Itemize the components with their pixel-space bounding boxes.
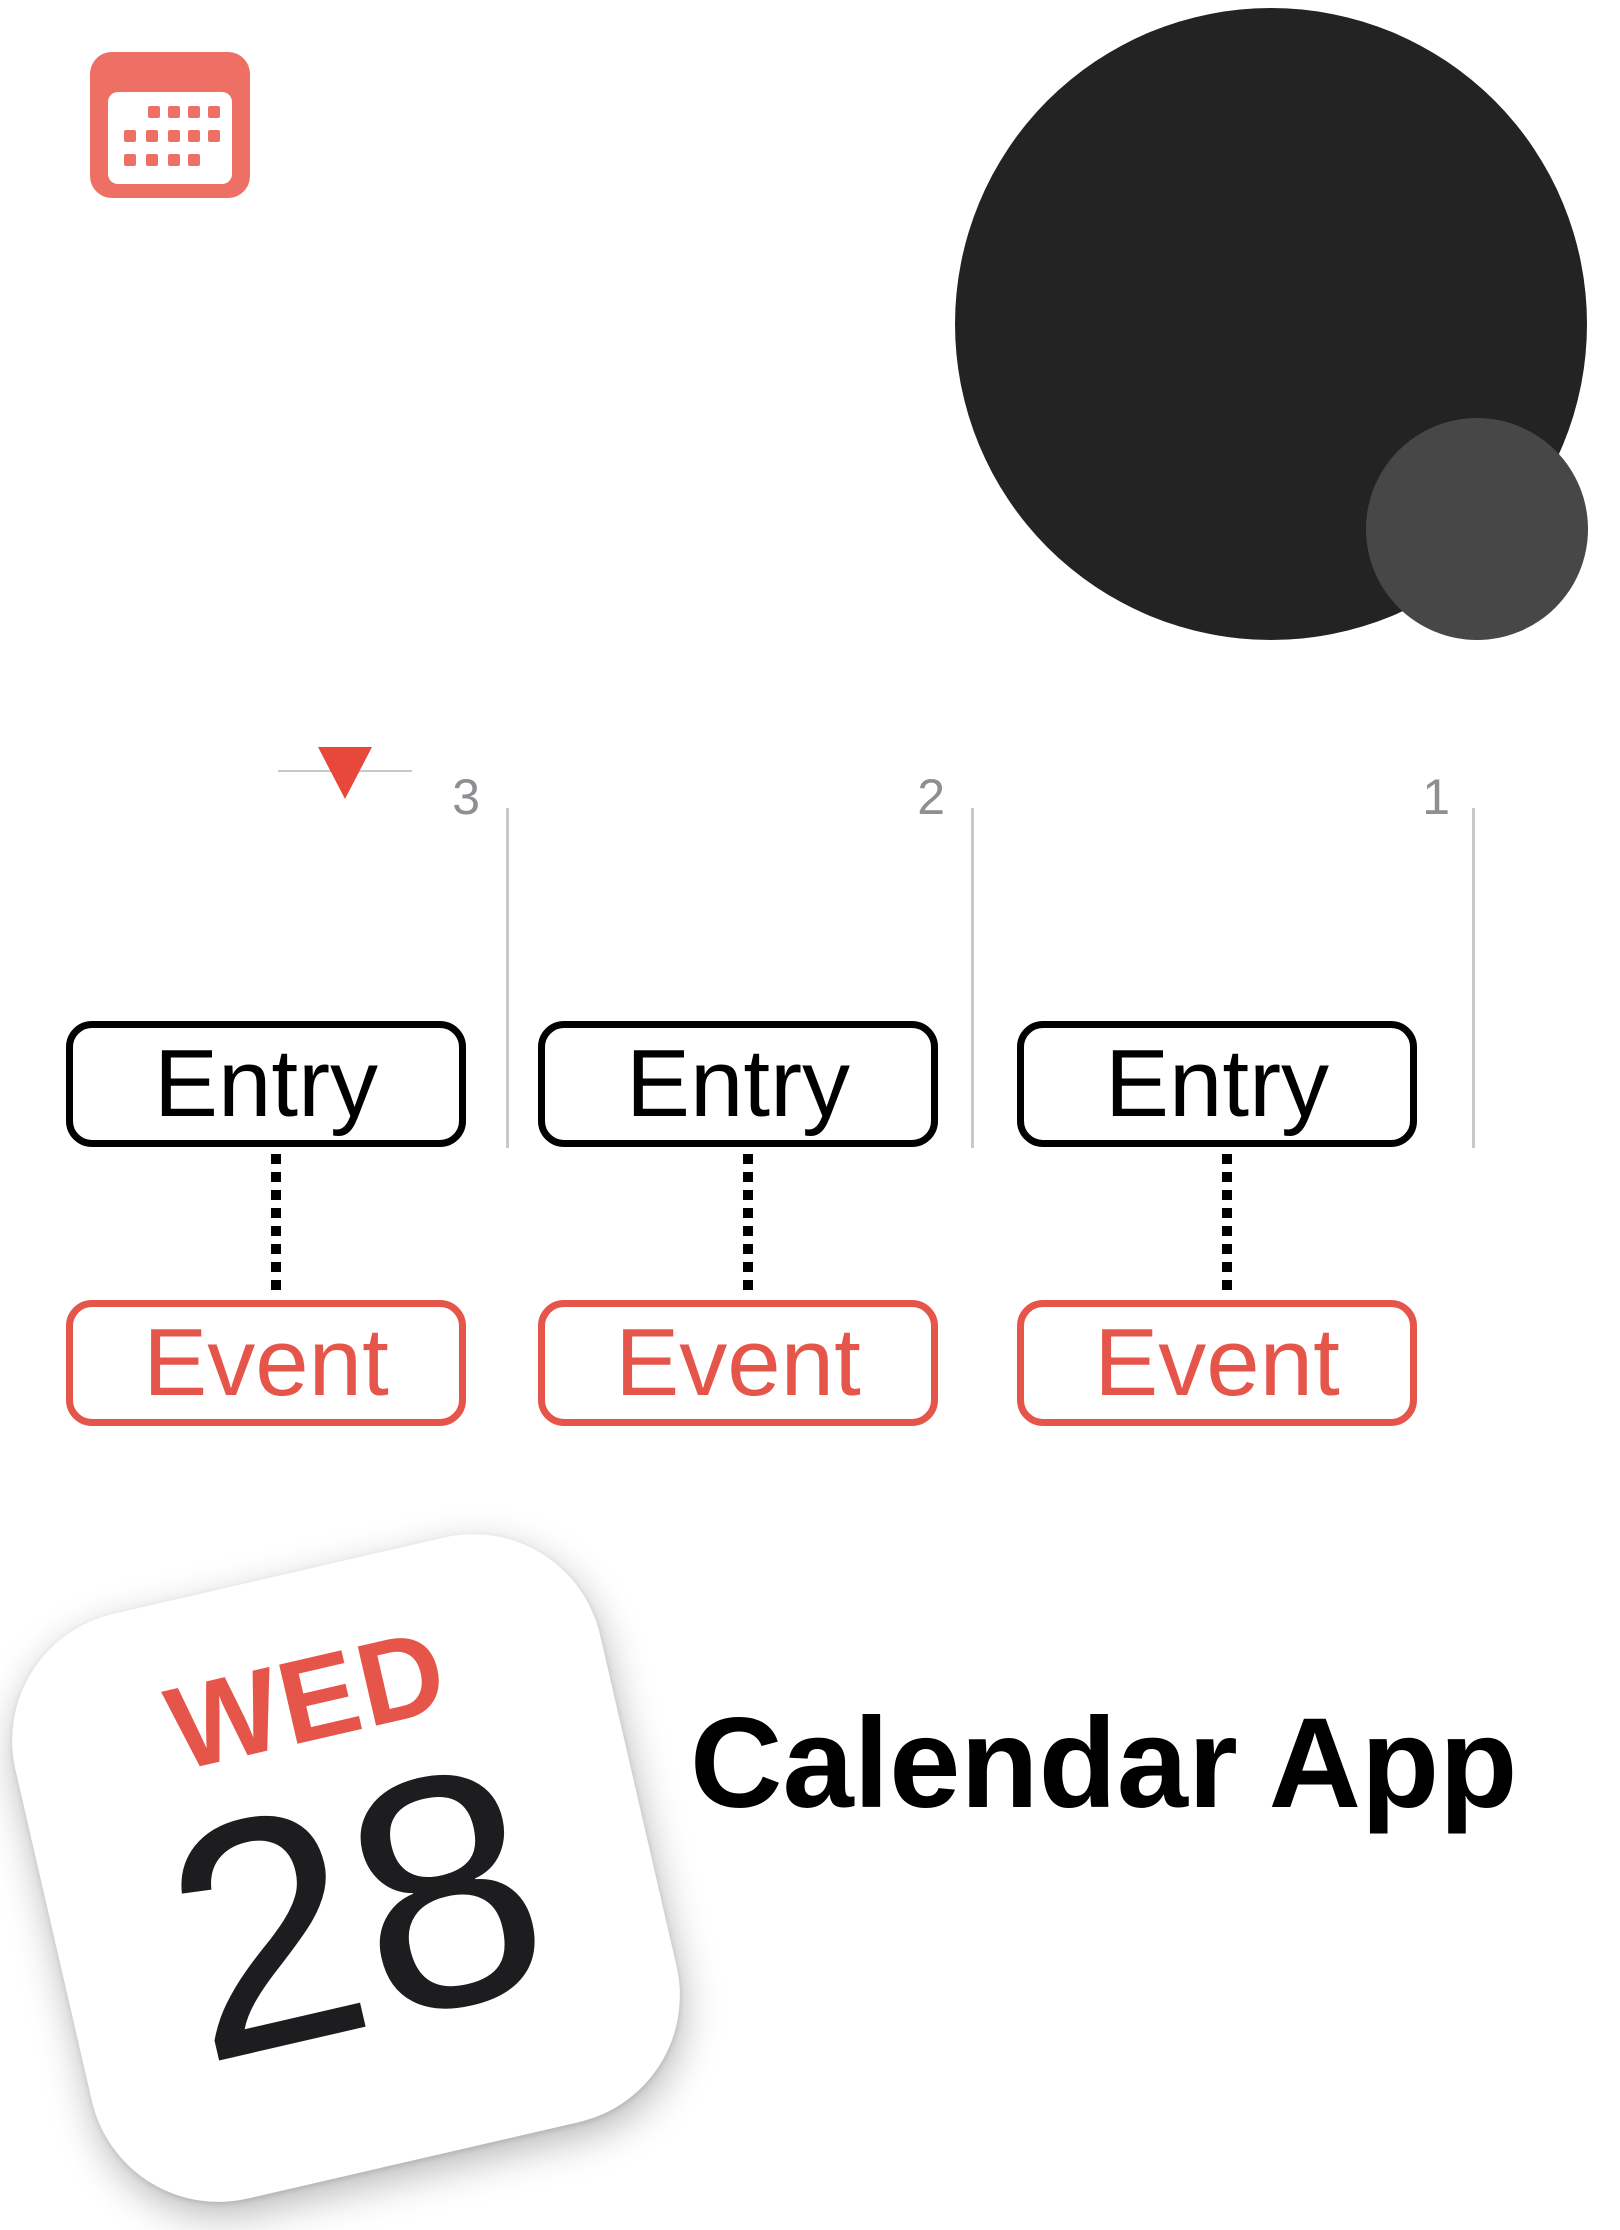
timeline: 3 2 1 Entry Event Entry Event Entry Even…: [66, 745, 1475, 1426]
event-box[interactable]: Event: [538, 1300, 938, 1426]
entry-box[interactable]: Entry: [538, 1021, 938, 1147]
column-divider: [506, 808, 509, 1148]
event-box[interactable]: Event: [1017, 1300, 1417, 1426]
playhead-triangle-icon[interactable]: [316, 745, 374, 801]
calendar-app-icon[interactable]: WED 28: [0, 1508, 706, 2228]
entry-box[interactable]: Entry: [66, 1021, 466, 1147]
dotted-connector: [743, 1154, 753, 1296]
column-divider: [971, 808, 974, 1148]
column-number: 3: [452, 769, 480, 825]
dotted-connector: [1222, 1154, 1232, 1296]
column-divider: [1472, 808, 1475, 1148]
entry-box[interactable]: Entry: [1017, 1021, 1417, 1147]
calendar-icon: [90, 52, 250, 198]
column-number: 2: [917, 769, 945, 825]
event-box[interactable]: Event: [66, 1300, 466, 1426]
dotted-connector: [271, 1154, 281, 1296]
gray-circle: [1366, 418, 1588, 640]
column-number: 1: [1422, 769, 1450, 825]
app-title: Calendar App: [690, 1692, 1518, 1835]
